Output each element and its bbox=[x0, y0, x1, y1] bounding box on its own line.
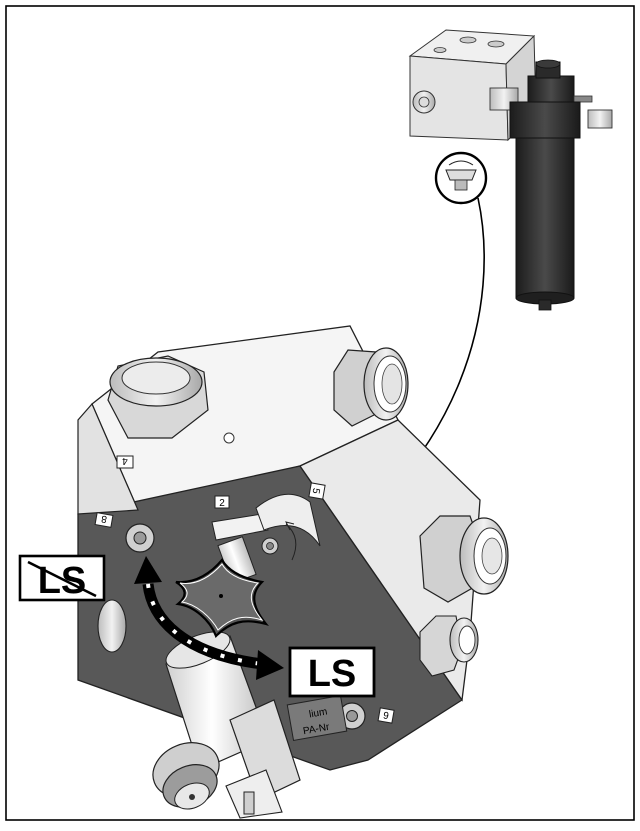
nameplate bbox=[286, 695, 348, 741]
nameplate-text-2: PA-Nr bbox=[302, 722, 331, 738]
solenoid bbox=[152, 631, 301, 819]
nameplate-text-1: lium bbox=[308, 706, 328, 720]
ls-active-label: LS bbox=[288, 646, 376, 698]
cap-nut bbox=[107, 355, 209, 439]
ls-active-text: LS bbox=[308, 653, 357, 695]
port-8-label: 8 bbox=[100, 513, 108, 525]
port-2-label: 2 bbox=[219, 498, 225, 509]
port-4-label: 4 bbox=[122, 455, 128, 466]
overview-assembly bbox=[408, 29, 613, 311]
right-lower-fitting bbox=[419, 615, 479, 677]
right-top-fitting bbox=[333, 347, 409, 427]
double-headed-curved-arrow-icon bbox=[134, 556, 284, 680]
right-middle-fitting bbox=[419, 515, 509, 603]
star-knob-icon[interactable] bbox=[175, 558, 269, 638]
left-side-fitting bbox=[97, 599, 127, 653]
filter-bowl bbox=[515, 137, 575, 299]
port-6-label: 6 bbox=[382, 709, 390, 721]
ls-crossed-text: LS bbox=[38, 560, 87, 602]
filter-head bbox=[527, 75, 575, 103]
crossed-out-icon bbox=[27, 560, 97, 598]
port-5-label: 5 bbox=[310, 487, 322, 495]
ls-crossed-out-label: LS bbox=[18, 554, 106, 602]
